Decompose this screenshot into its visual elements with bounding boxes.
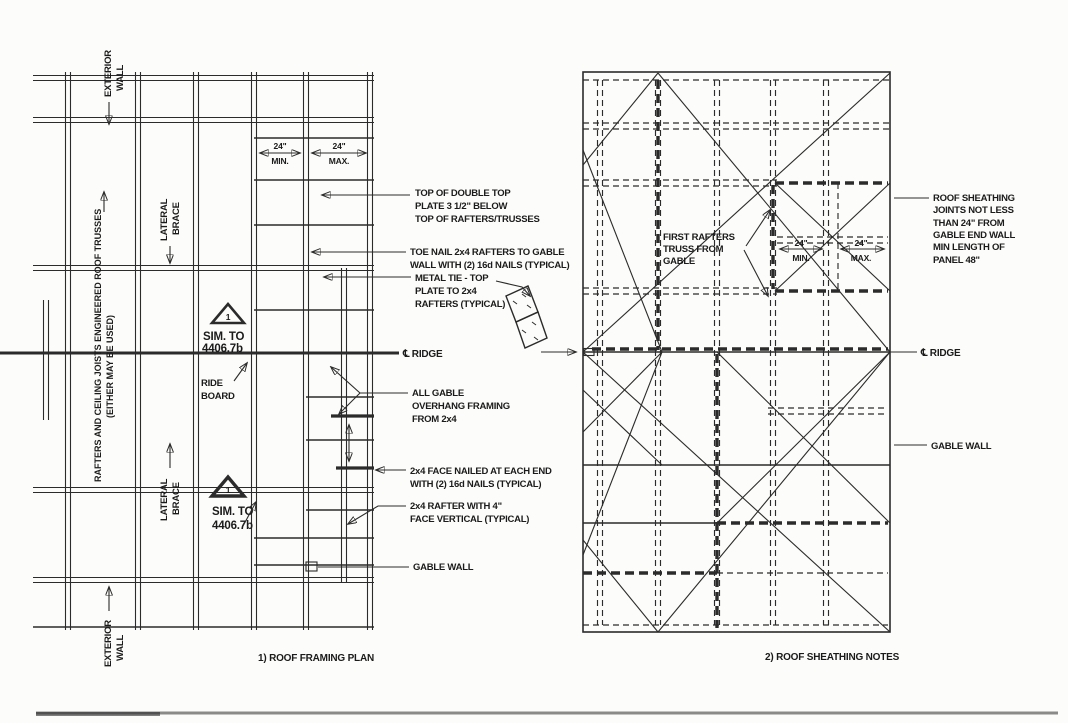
dim-24-max-value: 24" xyxy=(333,141,346,151)
lateral-brace-label-lower: LATERAL BRACE xyxy=(159,444,182,521)
sheathing-spacing-dimension: 24" MIN. 24" MAX. xyxy=(780,238,884,263)
first-rafters-text: FIRST RAFTERS xyxy=(663,232,735,243)
sim-to-ref: 4406.7b xyxy=(202,343,243,355)
dim-max-label: MAX. xyxy=(851,253,871,263)
first-rafters-text2: TRUSS FROM xyxy=(663,244,724,255)
wall-plate-lines xyxy=(33,74,374,628)
note-rafter-vertical: 2x4 RAFTER WITH 4" FACE VERTICAL (TYPICA… xyxy=(348,501,529,525)
trusses-note-text: RAFTERS AND CEILING JOISTS ENGINEERED RO… xyxy=(93,209,103,482)
note-line: GABLE END WALL xyxy=(933,230,1015,241)
note-line: 2x4 RAFTER WITH 4" xyxy=(410,501,502,512)
framing-plan-notes: TOP OF DOUBLE TOP PLATE 3 1/2" BELOW TOP… xyxy=(305,188,570,573)
note-face-nailed: 2x4 FACE NAILED AT EACH END WITH (2) 16d… xyxy=(376,466,552,490)
detail-marker-number: 1 xyxy=(226,312,231,322)
dim-min-label: MIN. xyxy=(271,156,288,166)
note-line: OVERHANG FRAMING xyxy=(412,401,510,412)
exterior-wall-top-text2: WALL xyxy=(115,64,126,91)
note-line: TOP OF RAFTERS/TRUSSES xyxy=(415,214,540,225)
exterior-wall-top-text: EXTERIOR xyxy=(103,50,114,97)
dim-min-label: MIN. xyxy=(792,253,809,263)
panel-joint-heavy-lines xyxy=(583,80,888,628)
exterior-wall-bottom-text: EXTERIOR xyxy=(103,620,114,667)
note-line: TOE NAIL 2x4 RAFTERS TO GABLE xyxy=(410,247,564,258)
note-gable-overhang: ALL GABLE OVERHANG FRAMING FROM 2x4 xyxy=(331,367,510,425)
note-line: FACE VERTICAL (TYPICAL) xyxy=(410,514,529,525)
note-line: ROOF SHEATHING xyxy=(933,193,1015,204)
dim-24-min-value: 24" xyxy=(795,238,808,248)
note-line: WALL WITH (2) 16d NAILS (TYPICAL) xyxy=(410,260,569,271)
note-line: MIN LENGTH OF xyxy=(933,242,1005,253)
first-rafters-label: FIRST RAFTERS TRUSS FROM GABLE xyxy=(663,210,770,296)
sim-to-ref: 4406.7b xyxy=(212,520,253,532)
ride-board-text2: BOARD xyxy=(201,391,235,402)
roof-framing-plan: 24" MIN. 24" MAX. EXTERIOR WALL EXTERIOR… xyxy=(0,50,399,667)
lateral-brace-label-upper: LATERAL BRACE xyxy=(159,198,182,263)
sim-to-detail-marker-upper: 1 SIM. TO 4406.7b xyxy=(202,301,247,355)
bracing-diagonals xyxy=(582,72,891,633)
solid-framing-lines xyxy=(583,351,890,524)
sim-to-text: SIM. TO xyxy=(212,506,253,518)
note-toe-nail: TOE NAIL 2x4 RAFTERS TO GABLE WALL WITH … xyxy=(312,247,570,271)
ridge-centerline-text: ℄ RIDGE xyxy=(920,348,961,359)
trusses-note-text2: (EITHER MAY BE USED) xyxy=(105,315,115,418)
ride-board-text: RIDE xyxy=(201,378,223,389)
dim-24-min-value: 24" xyxy=(274,141,287,151)
note-metal-tie: METAL TIE - TOP PLATE TO 2x4 RAFTERS (TY… xyxy=(324,273,530,310)
ridge-centerline-text: ℄ RIDGE xyxy=(402,349,443,360)
trusses-note-label: RAFTERS AND CEILING JOISTS ENGINEERED RO… xyxy=(93,192,115,482)
lateral-brace-upper-text2: BRACE xyxy=(171,202,182,235)
note-line: JOINTS NOT LESS xyxy=(933,205,1014,216)
ridge-entry-arrow xyxy=(541,347,595,356)
dim-max-label: MAX. xyxy=(329,156,349,166)
gable-overhang-rafter-lines xyxy=(254,137,374,566)
spacing-dimension: 24" MIN. 24" MAX. xyxy=(260,141,366,166)
note-line: PLATE TO 2x4 xyxy=(415,286,478,297)
ridge-label-right: ℄ RIDGE xyxy=(890,348,961,359)
sheathing-notes-caption: 2) ROOF SHEATHING NOTES xyxy=(765,652,900,663)
note-line: RAFTERS (TYPICAL) xyxy=(415,299,505,310)
scan-artifact xyxy=(36,711,1058,716)
metal-tie-plate-glyph xyxy=(505,285,548,349)
note-line: METAL TIE - TOP xyxy=(415,273,489,284)
note-line: GABLE WALL xyxy=(413,562,474,573)
sim-to-detail-marker-lower: 1 SIM. TO 4406.7b xyxy=(208,474,256,532)
lateral-brace-upper-text: LATERAL xyxy=(159,198,170,241)
note-sheathing-joints: ROOF SHEATHING JOINTS NOT LESS THAN 24" … xyxy=(894,193,1016,266)
note-line: PLATE 3 1/2" BELOW xyxy=(415,201,507,212)
first-rafters-text3: GABLE xyxy=(663,256,695,267)
note-line: WITH (2) 16d NAILS (TYPICAL) xyxy=(410,479,541,490)
lateral-brace-lower-text: LATERAL xyxy=(159,478,170,521)
roof-sheathing-plan: FIRST RAFTERS TRUSS FROM GABLE 24" MIN. … xyxy=(541,71,900,663)
note-gable-wall: GABLE WALL xyxy=(305,561,474,573)
ridge-label-left: ℄ RIDGE xyxy=(402,349,443,360)
note-line: PANEL 48" xyxy=(933,255,980,266)
exterior-wall-label-top: EXTERIOR WALL xyxy=(103,50,126,124)
ride-board-label: RIDE BOARD xyxy=(201,363,247,402)
note-top-plate: TOP OF DOUBLE TOP PLATE 3 1/2" BELOW TOP… xyxy=(322,188,540,225)
dim-24-max-value: 24" xyxy=(855,238,868,248)
note-line: ALL GABLE xyxy=(412,388,464,399)
detail-marker-number: 1 xyxy=(226,485,231,495)
lateral-brace-lower-text2: BRACE xyxy=(171,482,182,515)
framing-plan-caption: 1) ROOF FRAMING PLAN xyxy=(258,653,374,664)
exterior-wall-bottom-text2: WALL xyxy=(115,634,126,661)
note-line: TOP OF DOUBLE TOP xyxy=(415,188,511,199)
note-line: FROM 2x4 xyxy=(412,414,457,425)
gable-wall-label-right: GABLE WALL xyxy=(894,441,992,452)
exterior-wall-label-bottom: EXTERIOR WALL xyxy=(103,587,126,667)
gable-wall-text: GABLE WALL xyxy=(931,441,992,452)
note-line: 2x4 FACE NAILED AT EACH END xyxy=(410,466,552,477)
sheathing-notes-annotations: ROOF SHEATHING JOINTS NOT LESS THAN 24" … xyxy=(890,193,1016,452)
sim-to-text: SIM. TO xyxy=(203,331,244,343)
note-line: THAN 24" FROM xyxy=(933,218,1005,229)
